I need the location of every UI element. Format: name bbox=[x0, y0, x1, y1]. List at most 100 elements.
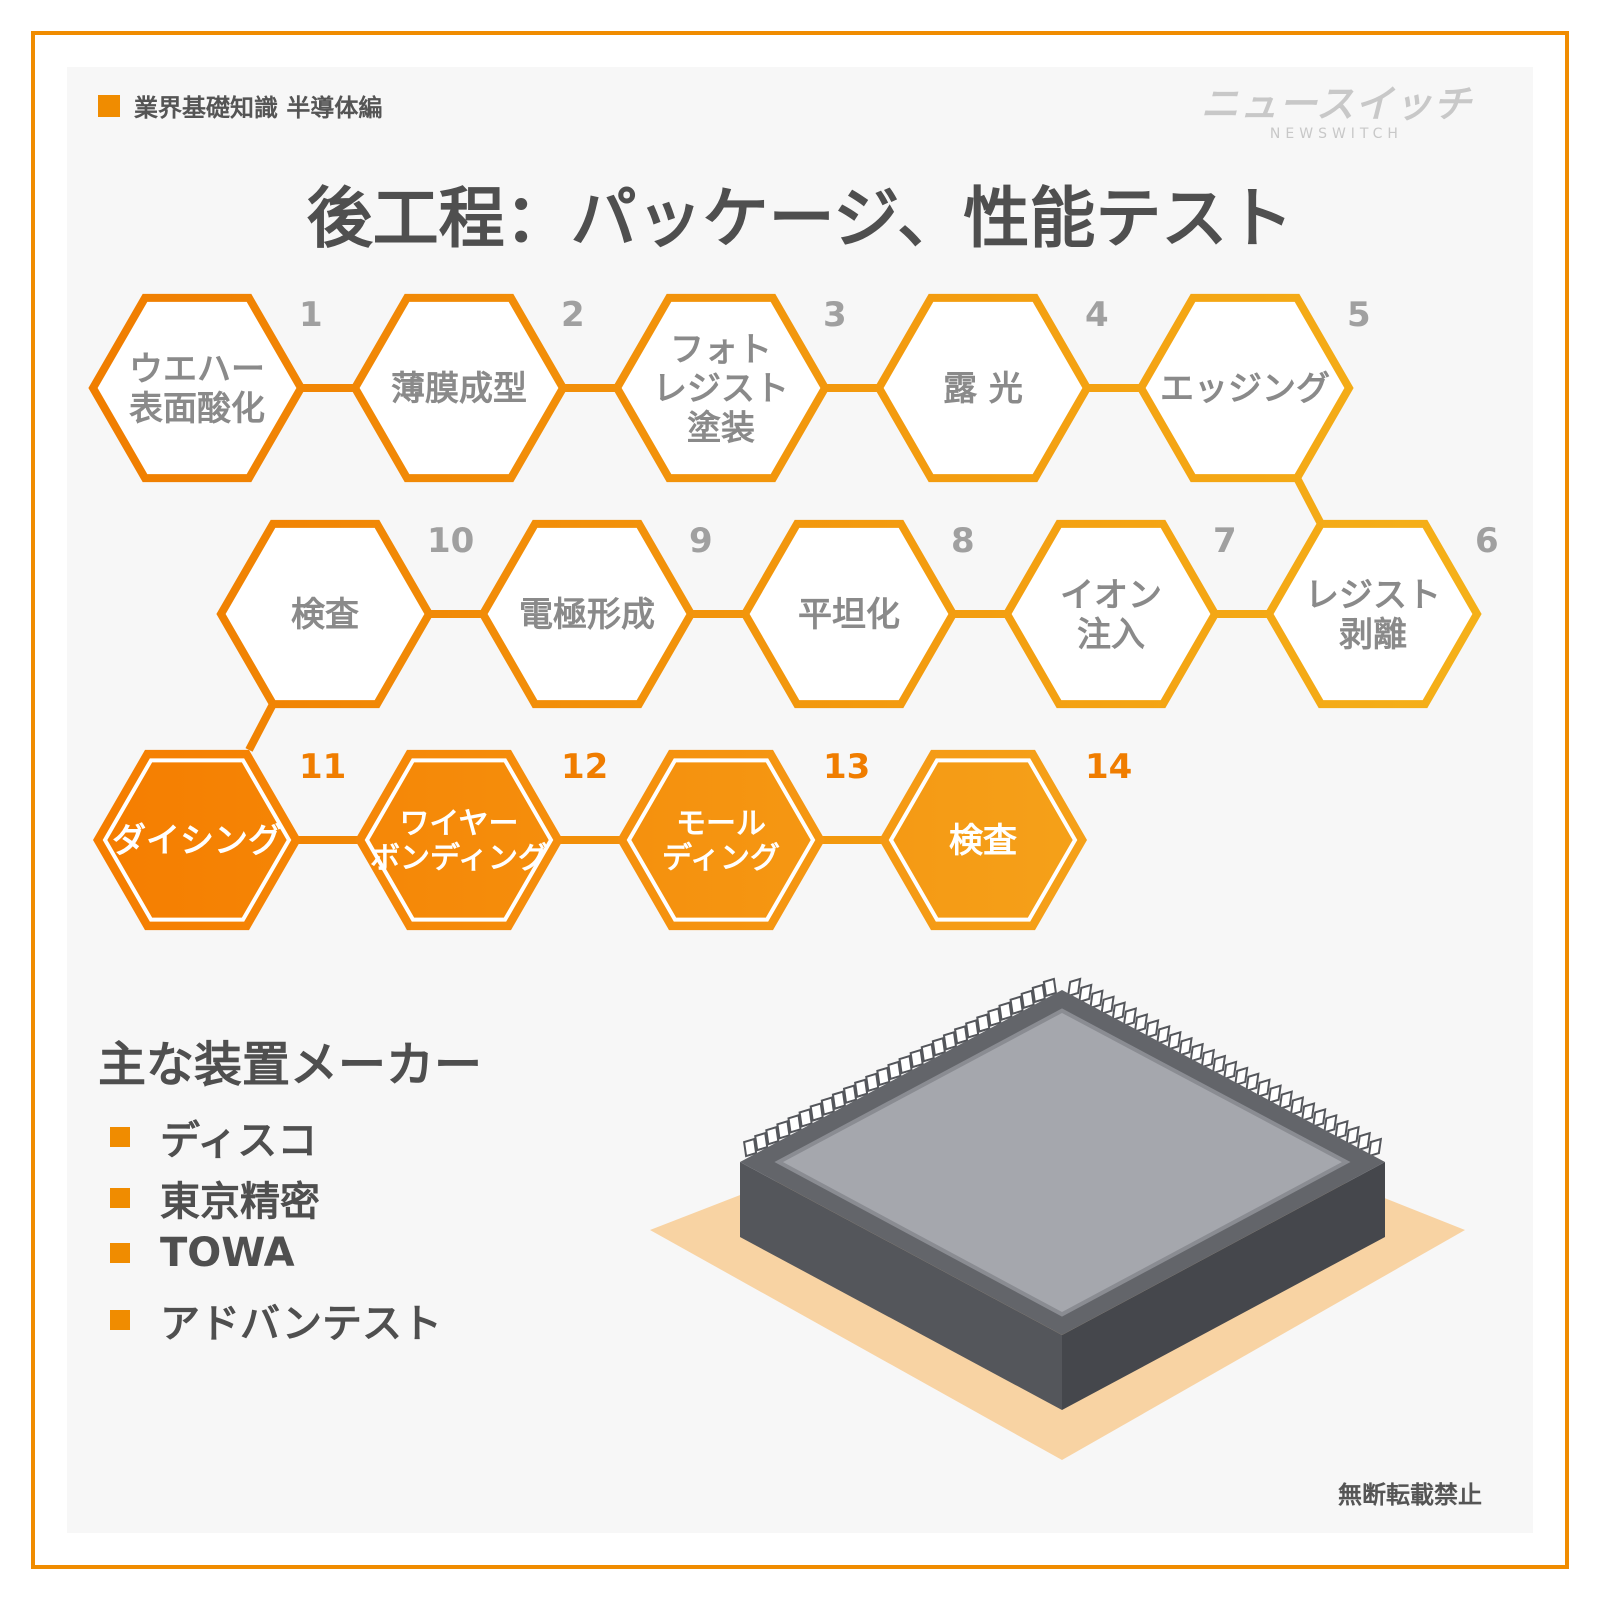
chip-pin bbox=[1233, 1066, 1249, 1087]
chip-pin bbox=[1122, 1007, 1138, 1027]
chip-pin bbox=[1156, 1024, 1171, 1045]
step-label: 薄膜成型 bbox=[391, 369, 527, 409]
step-hexagon bbox=[1136, 293, 1354, 483]
step-label: 検査 bbox=[291, 595, 359, 635]
maker-name: ディスコ bbox=[160, 1118, 318, 1164]
chip-pin bbox=[798, 1108, 813, 1128]
step-number: 7 bbox=[1213, 521, 1237, 561]
step-hexagon-inner-border bbox=[364, 758, 554, 922]
chip-pin bbox=[854, 1078, 869, 1099]
chip-pin bbox=[1078, 983, 1093, 1004]
step-hexagon bbox=[93, 749, 301, 931]
chip-pin bbox=[998, 1001, 1013, 1021]
connector-line bbox=[245, 702, 277, 752]
chip-pin bbox=[920, 1042, 935, 1063]
step-number: 14 bbox=[1085, 747, 1132, 787]
page-title: 後工程：パッケージ、性能テスト bbox=[306, 180, 1294, 257]
step-label: 露 光 bbox=[943, 369, 1023, 409]
bullet-square-icon bbox=[98, 94, 120, 117]
bullet-square-icon bbox=[110, 1243, 130, 1263]
step-label: フォト bbox=[670, 330, 772, 370]
chip-body-left bbox=[740, 1162, 1062, 1410]
step-label: エッジング bbox=[1160, 369, 1330, 409]
bullet-square-icon bbox=[110, 1188, 130, 1208]
maker-item: ディスコ bbox=[110, 1108, 317, 1166]
chip-pin bbox=[953, 1025, 969, 1045]
step-number: 12 bbox=[561, 747, 608, 787]
step-4: 4 露 光 bbox=[874, 293, 1109, 483]
step-label: 注入 bbox=[1077, 615, 1145, 655]
step-label: ウエハー bbox=[129, 350, 265, 390]
step-label: モール bbox=[676, 807, 766, 842]
step-label: 表面酸化 bbox=[129, 389, 265, 429]
step-hexagon bbox=[1264, 519, 1482, 709]
chip-body-right bbox=[1062, 1162, 1385, 1410]
chip-pin bbox=[1323, 1113, 1338, 1134]
chip-pin bbox=[1289, 1096, 1305, 1116]
step-label: ダイシング bbox=[112, 821, 282, 861]
step-hexagon-inner-border bbox=[102, 758, 292, 922]
bullet-square-icon bbox=[110, 1310, 130, 1330]
chip-pin bbox=[1009, 995, 1024, 1016]
chip-pin bbox=[831, 1090, 847, 1110]
step-hexagon bbox=[88, 293, 306, 483]
chip-pin bbox=[1367, 1137, 1383, 1158]
step-number: 11 bbox=[299, 747, 346, 787]
step-number: 4 bbox=[1085, 295, 1109, 335]
step-label: イオン bbox=[1060, 576, 1162, 616]
chip-pin bbox=[754, 1131, 769, 1152]
chip-pin bbox=[965, 1019, 980, 1039]
chip-pin bbox=[742, 1137, 758, 1158]
step-hexagon bbox=[874, 293, 1092, 483]
step-hexagon bbox=[350, 293, 568, 483]
step-number: 10 bbox=[427, 521, 474, 561]
chip-pin bbox=[1222, 1060, 1238, 1081]
chip-pin bbox=[865, 1072, 880, 1093]
chip-pin bbox=[1334, 1119, 1349, 1140]
chip-pin bbox=[976, 1013, 991, 1033]
chip-pin bbox=[1089, 989, 1104, 1010]
chip-pin bbox=[842, 1084, 858, 1104]
chip-pin bbox=[1133, 1013, 1149, 1033]
chip-pin bbox=[1031, 983, 1046, 1004]
maker-item: 東京精密 bbox=[110, 1169, 320, 1227]
chip-pin bbox=[1200, 1048, 1216, 1069]
step-label: 剥離 bbox=[1339, 615, 1407, 655]
step-10: 10 検査 bbox=[216, 519, 474, 709]
category-text: 業界基礎知識 半導体編 bbox=[134, 94, 383, 122]
chip-pin bbox=[1066, 977, 1082, 998]
step-hexagon bbox=[355, 749, 563, 931]
chip-pin bbox=[931, 1036, 946, 1057]
chip-pin bbox=[776, 1119, 791, 1140]
copyright-notice: 無断転載禁止 bbox=[1338, 1481, 1482, 1509]
step-hexagon-inner-border bbox=[626, 758, 816, 922]
chip-pin bbox=[1100, 995, 1115, 1016]
step-label: レジスト bbox=[1305, 576, 1441, 616]
logo-en: NEWSWITCH bbox=[1269, 126, 1403, 142]
chip-pin bbox=[1042, 977, 1058, 998]
chip-pin bbox=[1111, 1001, 1126, 1022]
step-hexagon bbox=[612, 293, 830, 483]
chip-pin bbox=[942, 1031, 958, 1051]
step-hexagon bbox=[1002, 519, 1220, 709]
step-11: 11 ダイシング bbox=[93, 747, 346, 931]
chip-pin bbox=[787, 1114, 802, 1134]
chip-pin bbox=[1345, 1125, 1360, 1146]
step-label: 検査 bbox=[949, 821, 1017, 861]
chip-pin bbox=[765, 1125, 780, 1146]
bullet-square-icon bbox=[110, 1127, 130, 1147]
step-number: 6 bbox=[1475, 521, 1499, 561]
chip-pin bbox=[876, 1066, 891, 1087]
chip-pin bbox=[898, 1054, 913, 1075]
